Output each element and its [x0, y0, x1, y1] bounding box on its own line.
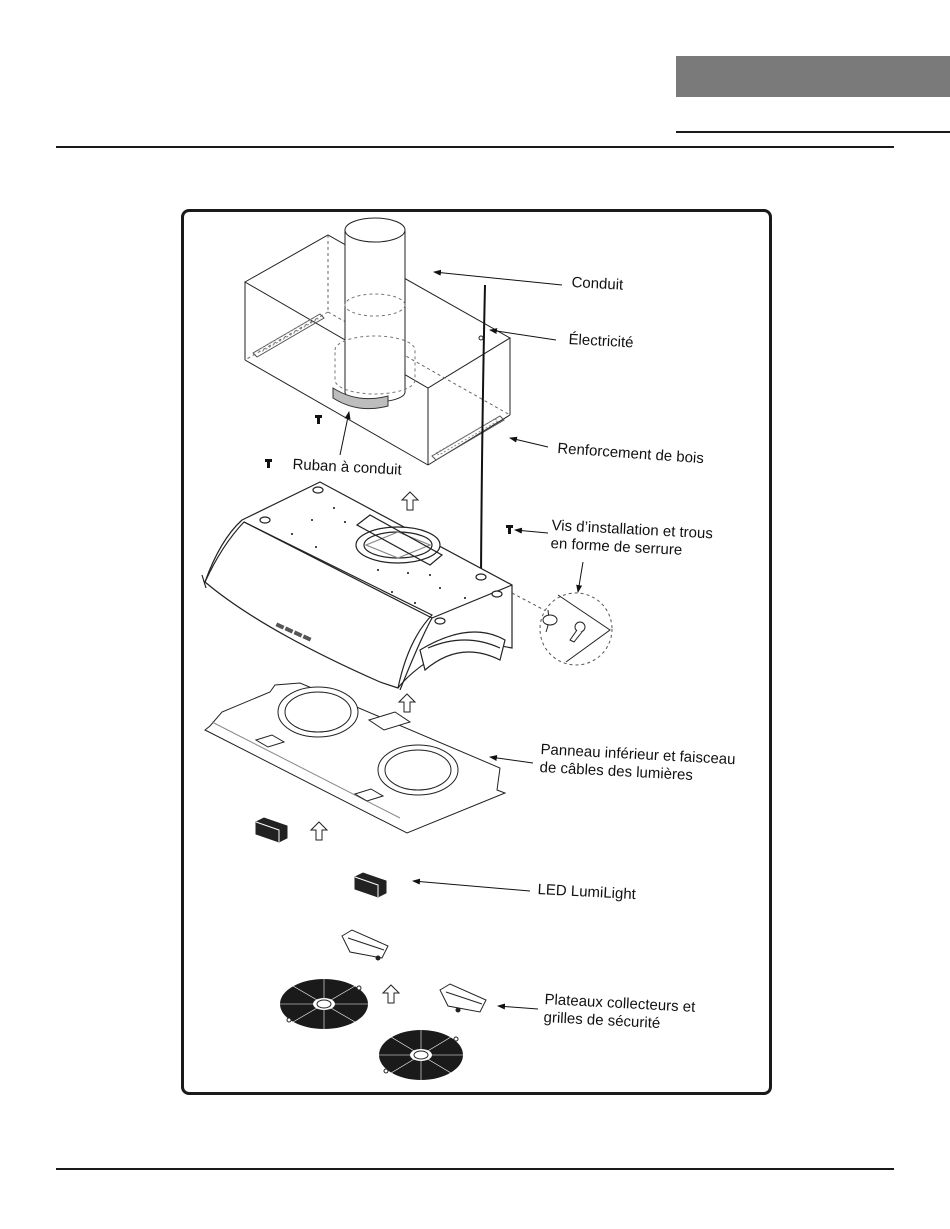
callout-conduit-text: Conduit: [571, 274, 624, 295]
bottom-panel: [205, 683, 505, 833]
safety-grille-icons: [280, 979, 463, 1080]
keyhole-detail: [540, 593, 612, 665]
electric-cable: [481, 285, 485, 575]
callout-electricite: Électricité: [568, 331, 634, 352]
callout-electricite-text: Électricité: [568, 331, 634, 352]
duct-cylinder: [333, 218, 415, 409]
callout-conduit: Conduit: [571, 274, 624, 295]
range-hood: [202, 482, 512, 690]
